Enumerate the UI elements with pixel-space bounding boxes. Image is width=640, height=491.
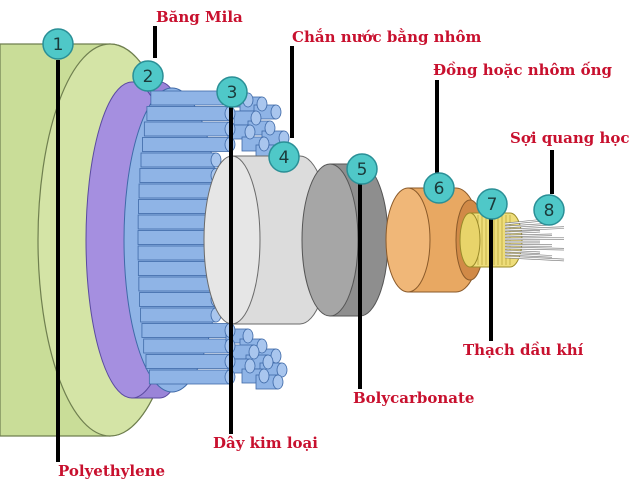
badge-number: 1 bbox=[53, 35, 64, 55]
wire-strand bbox=[146, 106, 231, 121]
optical-fiber-core bbox=[504, 227, 565, 231]
wire-end bbox=[210, 152, 222, 168]
wire-end bbox=[244, 358, 256, 374]
badge-6: 6 bbox=[423, 172, 455, 204]
badge-5: 5 bbox=[346, 153, 378, 185]
wire-strand bbox=[143, 121, 231, 137]
jelly-face bbox=[459, 212, 481, 268]
wire-end bbox=[250, 110, 262, 126]
badge-circle bbox=[423, 172, 455, 204]
label-water-barrier: Chắn nước bằng nhôm bbox=[292, 28, 482, 46]
badge-circle bbox=[42, 28, 74, 60]
number-badges: 1 2 3 4 5 6 7 8 bbox=[42, 28, 565, 226]
wire-strand bbox=[139, 168, 217, 183]
optical-fiber-core bbox=[504, 230, 541, 234]
wire-end bbox=[262, 354, 274, 370]
badge-7: 7 bbox=[476, 188, 508, 220]
polycarbonate-face bbox=[301, 163, 359, 317]
wire-strand bbox=[143, 338, 231, 354]
wire-end bbox=[258, 368, 270, 384]
label-polycarbonate: Bolycarbonate bbox=[353, 389, 475, 407]
wire-strand bbox=[145, 354, 231, 369]
wire-strand bbox=[138, 183, 217, 199]
badge-1: 1 bbox=[42, 28, 74, 60]
optical-fiber-core bbox=[504, 234, 553, 237]
wire-end bbox=[258, 136, 270, 152]
badge-number: 3 bbox=[227, 83, 238, 103]
badge-number: 5 bbox=[357, 160, 368, 180]
badge-circle bbox=[346, 153, 378, 185]
wire-strand bbox=[137, 261, 217, 276]
label-metal-wires: Dây kim loại bbox=[213, 434, 318, 452]
optical-fiber-core bbox=[504, 237, 565, 240]
wire-strand bbox=[148, 369, 231, 385]
layer-optical-fibers bbox=[504, 219, 565, 262]
wire-strand bbox=[141, 323, 231, 338]
wire-strand bbox=[140, 152, 217, 168]
layer-polycarbonate bbox=[301, 163, 389, 317]
badge-2: 2 bbox=[132, 60, 164, 92]
wire-strand bbox=[138, 276, 217, 292]
copper-tube-face bbox=[385, 187, 431, 293]
optical-fiber-core bbox=[504, 253, 553, 257]
badge-number: 2 bbox=[143, 67, 154, 87]
optical-fiber-core bbox=[504, 247, 565, 250]
wire-end bbox=[272, 374, 284, 390]
wire-end bbox=[244, 124, 256, 140]
badge-number: 8 bbox=[544, 201, 555, 221]
badge-4: 4 bbox=[268, 141, 300, 173]
label-copper-tube: Đồng hoặc nhôm ống bbox=[433, 61, 613, 79]
label-optical-fibers: Sợi quang học bbox=[510, 129, 630, 147]
badge-circle bbox=[268, 141, 300, 173]
optical-fiber-core bbox=[504, 244, 553, 247]
badge-number: 7 bbox=[487, 195, 498, 215]
label-petroleum-jelly: Thạch dầu khí bbox=[463, 341, 584, 359]
wire-strand bbox=[140, 307, 217, 323]
wire-end bbox=[276, 362, 288, 378]
badge-8: 8 bbox=[533, 194, 565, 226]
badge-circle bbox=[533, 194, 565, 226]
wire-end bbox=[264, 120, 276, 136]
wire-end bbox=[248, 344, 260, 360]
label-polyethylene: Polyethylene bbox=[58, 462, 166, 480]
badge-circle bbox=[476, 188, 508, 220]
wire-strand bbox=[142, 137, 231, 152]
badge-number: 6 bbox=[434, 179, 445, 199]
wire-end bbox=[256, 96, 268, 112]
wire-strand bbox=[138, 199, 217, 214]
optical-fiber-core bbox=[504, 256, 565, 261]
badge-circle bbox=[216, 76, 248, 108]
optical-fiber-core bbox=[504, 250, 541, 254]
badge-circle bbox=[132, 60, 164, 92]
wire-end bbox=[242, 328, 254, 344]
badge-3: 3 bbox=[216, 76, 248, 108]
wire-strand bbox=[139, 292, 217, 307]
wire-end bbox=[270, 104, 282, 120]
badge-number: 4 bbox=[279, 148, 290, 168]
leader-lines bbox=[56, 26, 554, 462]
label-mylar-tape: Băng Mila bbox=[156, 8, 243, 26]
optical-fiber-core bbox=[504, 219, 541, 225]
